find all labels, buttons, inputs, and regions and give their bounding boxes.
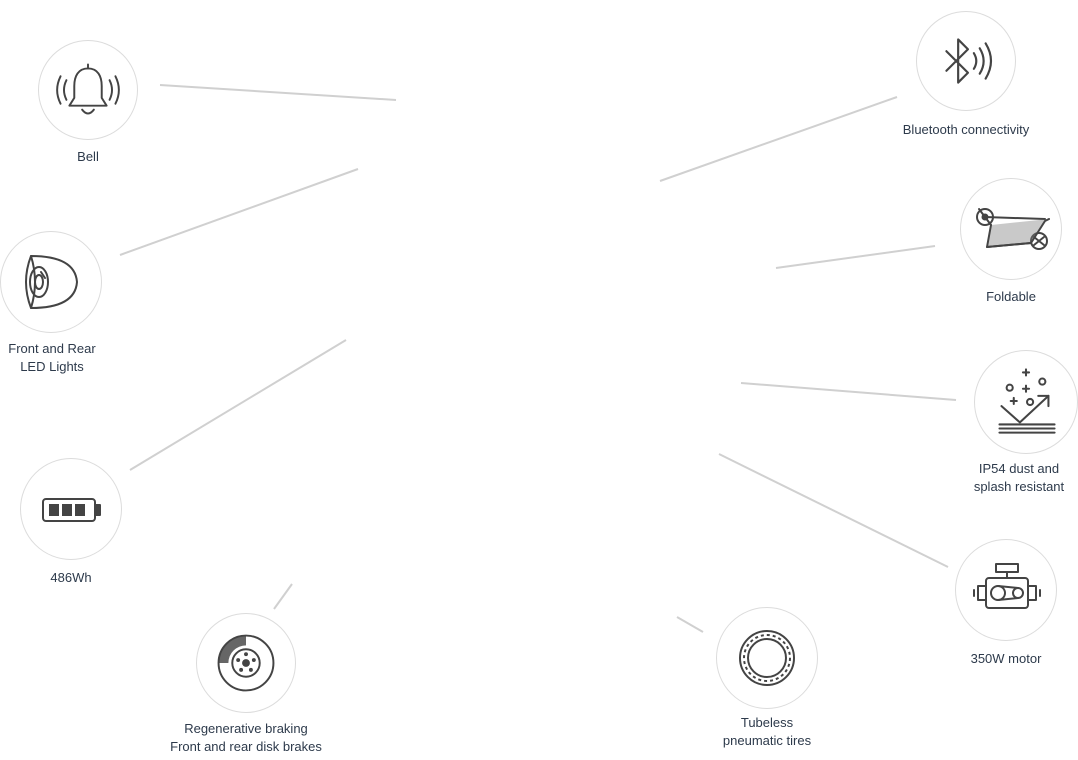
connector-line <box>159 84 397 101</box>
bluetooth-label: Bluetooth connectivity <box>902 122 1030 137</box>
foldable-label: Foldable <box>986 289 1036 304</box>
motor-icon <box>973 563 1041 609</box>
battery-label: 486Wh <box>50 570 92 585</box>
tires-label: Tubeless pneumatic tires <box>722 715 812 748</box>
connector-line <box>659 96 898 182</box>
connector-line <box>718 453 949 568</box>
connector-line <box>740 382 957 401</box>
braking-circle <box>196 613 296 713</box>
motor-circle <box>955 539 1057 641</box>
lights-label: Front and Rear LED Lights <box>8 341 96 374</box>
braking-label: Regenerative braking Front and rear disk… <box>170 721 322 754</box>
bell-label: Bell <box>77 149 99 164</box>
scooter-icon <box>976 208 1050 250</box>
connector-line <box>273 583 293 610</box>
motor-label: 350W motor <box>970 651 1042 666</box>
battery-icon <box>42 498 101 522</box>
tires-circle <box>716 607 818 709</box>
splash-icon <box>998 368 1056 434</box>
bluetooth-circle <box>916 11 1016 111</box>
disk-brake-icon <box>217 634 275 692</box>
ip54-label: IP54 dust and splash resistant <box>973 461 1065 494</box>
bell-icon <box>56 63 120 115</box>
lights-circle <box>0 231 102 333</box>
ip54-circle <box>974 350 1078 454</box>
bluetooth-icon <box>945 38 993 84</box>
headlight-icon <box>25 255 78 309</box>
battery-circle <box>20 458 122 560</box>
connector-line <box>129 339 347 471</box>
bell-circle <box>38 40 138 140</box>
connector-line <box>676 616 704 633</box>
foldable-circle <box>960 178 1062 280</box>
tire-icon <box>739 630 795 686</box>
connector-line <box>775 245 936 269</box>
connector-line <box>119 168 359 256</box>
